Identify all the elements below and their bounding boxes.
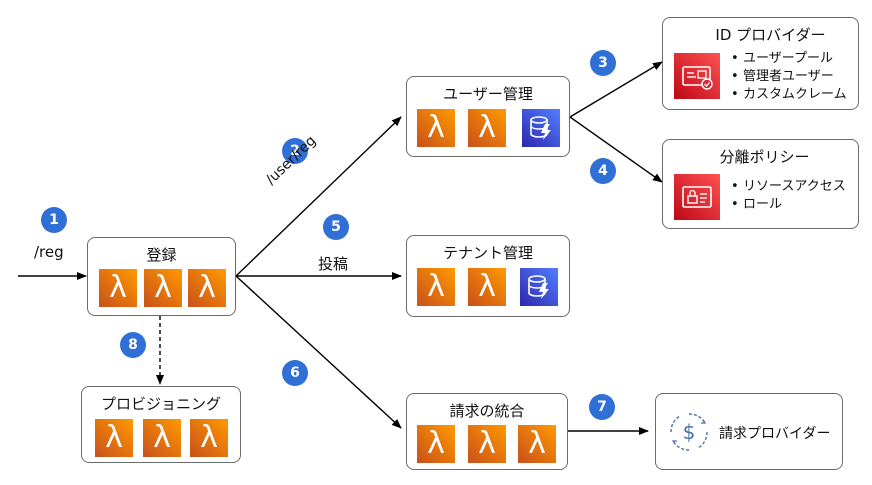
svg-text:$: $: [683, 420, 696, 444]
identity-card-icon: [674, 53, 720, 99]
tenant-connector-label: 投稿: [318, 255, 349, 273]
arrow-register-to-user-mgmt: [235, 116, 402, 277]
arrow-user-mgmt-to-isolation-policy: [569, 116, 663, 183]
isolation-policy-title: 分離ポリシー: [719, 148, 810, 166]
dynamodb-icon: [520, 268, 558, 306]
inbound-path-label: /reg: [34, 243, 64, 261]
lambda-icon: λ: [190, 419, 228, 457]
lambda-icon: λ: [99, 269, 137, 307]
lambda-icon: λ: [95, 419, 133, 457]
lambda-icon: λ: [417, 109, 455, 147]
billing-integration-box: 請求の統合 λ λ λ: [406, 393, 568, 470]
id-provider-box: ID プロバイダー ユーザープール 管理者ユーザー カスタムクレーム: [662, 17, 859, 110]
billing-dollar-icon: $: [670, 413, 708, 451]
step-badge-2: 2: [282, 138, 308, 164]
provisioning-title: プロビジョニング: [100, 395, 221, 413]
step-badge-3: 3: [590, 50, 616, 76]
lambda-icon: λ: [417, 268, 455, 306]
dynamodb-icon: [522, 109, 560, 147]
register-service-box: 登録 λ λ λ: [87, 237, 236, 316]
user-management-box: ユーザー管理 λ λ: [406, 76, 570, 157]
step-badge-5: 5: [323, 214, 349, 240]
security-policy-icon: [674, 174, 720, 220]
lambda-icon: λ: [143, 419, 181, 457]
tenant-management-title: テナント管理: [442, 244, 533, 262]
arrow-register-to-billing: [235, 275, 402, 429]
register-title: 登録: [146, 246, 177, 264]
provisioning-box: プロビジョニング λ λ λ: [81, 386, 241, 463]
id-provider-item: ユーザープール: [731, 50, 847, 68]
isolation-policy-item: ロール: [731, 196, 846, 214]
step-badge-8: 8: [120, 332, 146, 358]
step-badge-7: 7: [589, 394, 615, 420]
lambda-icon: λ: [417, 425, 455, 463]
lambda-icon: λ: [518, 425, 556, 463]
isolation-policy-box: 分離ポリシー リソースアクセス ロール: [662, 139, 859, 229]
lambda-icon: λ: [144, 269, 182, 307]
isolation-policy-item: リソースアクセス: [731, 178, 846, 196]
tenant-management-box: テナント管理 λ λ: [406, 235, 570, 317]
isolation-policy-item-list: リソースアクセス ロール: [731, 178, 846, 214]
id-provider-item: カスタムクレーム: [731, 86, 847, 104]
step-badge-6: 6: [282, 360, 308, 386]
step-badge-4: 4: [590, 158, 616, 184]
lambda-icon: λ: [468, 425, 506, 463]
lambda-icon: λ: [468, 109, 506, 147]
billing-integration-title: 請求の統合: [449, 402, 525, 420]
arrow-user-mgmt-to-id-provider: [569, 61, 663, 118]
billing-provider-box: $ 請求プロバイダー: [655, 393, 843, 470]
user-management-title: ユーザー管理: [443, 85, 533, 103]
id-provider-item-list: ユーザープール 管理者ユーザー カスタムクレーム: [731, 50, 847, 104]
billing-provider-label: 請求プロバイダー: [719, 426, 831, 442]
lambda-icon: λ: [188, 269, 226, 307]
step-badge-1: 1: [41, 207, 67, 233]
lambda-icon: λ: [468, 268, 506, 306]
id-provider-item: 管理者ユーザー: [731, 68, 847, 86]
id-provider-title: ID プロバイダー: [715, 26, 826, 44]
